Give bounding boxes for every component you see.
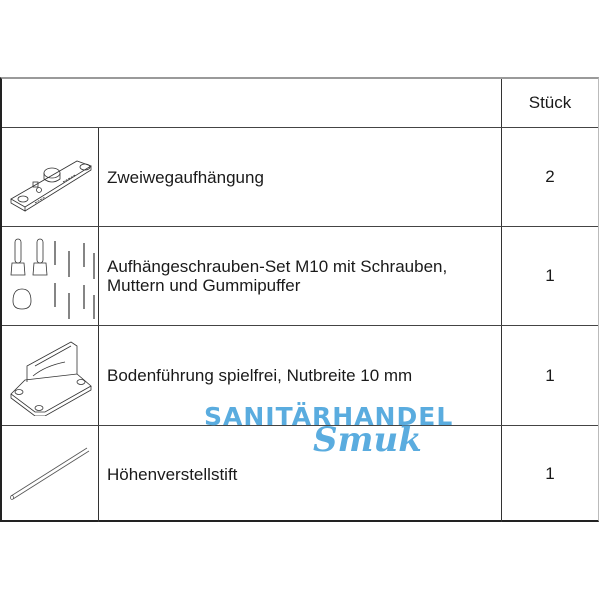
floor-guide-icon — [2, 326, 99, 425]
table-row: Höhenverstellstift 1 — [2, 426, 598, 522]
table-header-row: Stück — [2, 79, 598, 128]
table-row: Aufhängeschrauben-Set M10 mit Schrauben,… — [2, 227, 598, 326]
parts-table: Stück Zweiwegaufhängung 2 — [0, 77, 599, 522]
item-description: Aufhängeschrauben-Set M10 mit Schrauben,… — [99, 227, 502, 325]
item-quantity: 2 — [545, 167, 555, 186]
item-description: Bodenführung spielfrei, Nutbreite 10 mm — [99, 326, 502, 425]
item-quantity: 1 — [545, 266, 555, 285]
item-description: Zweiwegaufhängung — [99, 128, 502, 226]
height-adjust-pin-icon — [2, 426, 99, 522]
item-quantity: 1 — [545, 365, 555, 385]
header-description-cell — [2, 79, 502, 127]
table-row: Zweiwegaufhängung 2 — [2, 128, 598, 227]
item-quantity: 1 — [545, 464, 555, 483]
header-quantity-cell: Stück — [528, 93, 572, 112]
screw-set-icon — [2, 227, 99, 325]
two-way-hanger-icon — [2, 128, 99, 226]
item-description: Höhenverstellstift — [99, 426, 502, 522]
table-row: Bodenführung spielfrei, Nutbreite 10 mm … — [2, 326, 598, 426]
